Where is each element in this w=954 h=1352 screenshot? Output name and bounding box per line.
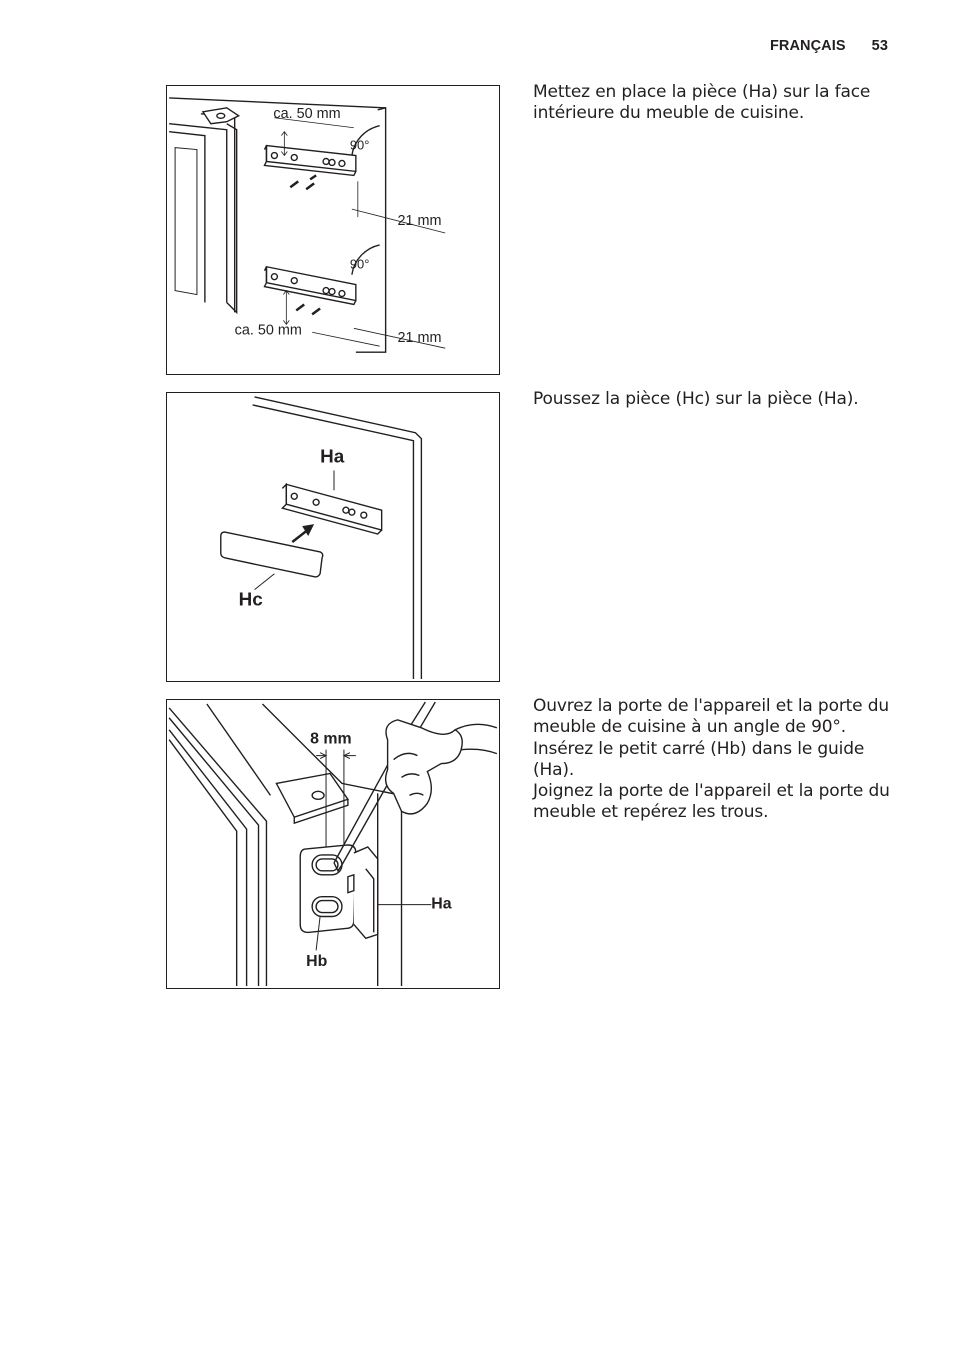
label-hc: Hc xyxy=(239,589,263,610)
figure-mount-brackets: ca. 50 mm 90° 21 mm 90° ca. 50 mm 21 mm xyxy=(166,85,500,375)
figure-slide-hc: Ha Hc xyxy=(166,392,500,682)
label-gap: 8 mm xyxy=(310,731,351,748)
label-offset-bottom: 21 mm xyxy=(398,330,442,346)
page-header: FRANÇAIS 53 xyxy=(770,38,888,54)
step3-line-3: Joignez la porte de l'appareil et la por… xyxy=(533,781,890,823)
page-number: 53 xyxy=(871,38,888,54)
label-ha: Ha xyxy=(320,446,345,467)
section-title: FRANÇAIS xyxy=(769,38,846,54)
step2-text: Poussez la pièce (Hc) sur la pièce (Ha). xyxy=(533,389,859,409)
step3-line-1: Ouvrez la porte de l'appareil et la port… xyxy=(533,696,890,738)
step3-line-2: Insérez le petit carré (Hb) dans le guid… xyxy=(533,738,865,780)
label-offset-top: 21 mm xyxy=(398,213,442,229)
bracket-mounting-illustration: ca. 50 mm 90° 21 mm 90° ca. 50 mm 21 mm xyxy=(169,97,446,353)
label-bottom-distance: ca. 50 mm xyxy=(235,322,302,338)
step3-instruction: Ouvrez la porte de l'appareil et la port… xyxy=(533,696,895,824)
step2-instruction: Poussez la pièce (Hc) sur la pièce (Ha). xyxy=(533,389,895,410)
slide-piece-illustration: Ha Hc xyxy=(220,396,423,680)
label-angle-bottom: 90° xyxy=(350,257,370,272)
step1-text: Mettez en place la pièce (Ha) sur la fac… xyxy=(533,82,871,124)
label-ha-guide: Ha xyxy=(431,896,451,913)
insert-square-illustration: 8 mm Ha Hb xyxy=(168,701,498,987)
label-top-distance: ca. 50 mm xyxy=(273,106,340,122)
step1-instruction: Mettez en place la pièce (Ha) sur la fac… xyxy=(533,82,895,125)
figure-insert-hb: 8 mm Ha Hb xyxy=(166,699,500,989)
label-angle-top: 90° xyxy=(350,138,370,153)
label-hb: Hb xyxy=(306,953,327,970)
